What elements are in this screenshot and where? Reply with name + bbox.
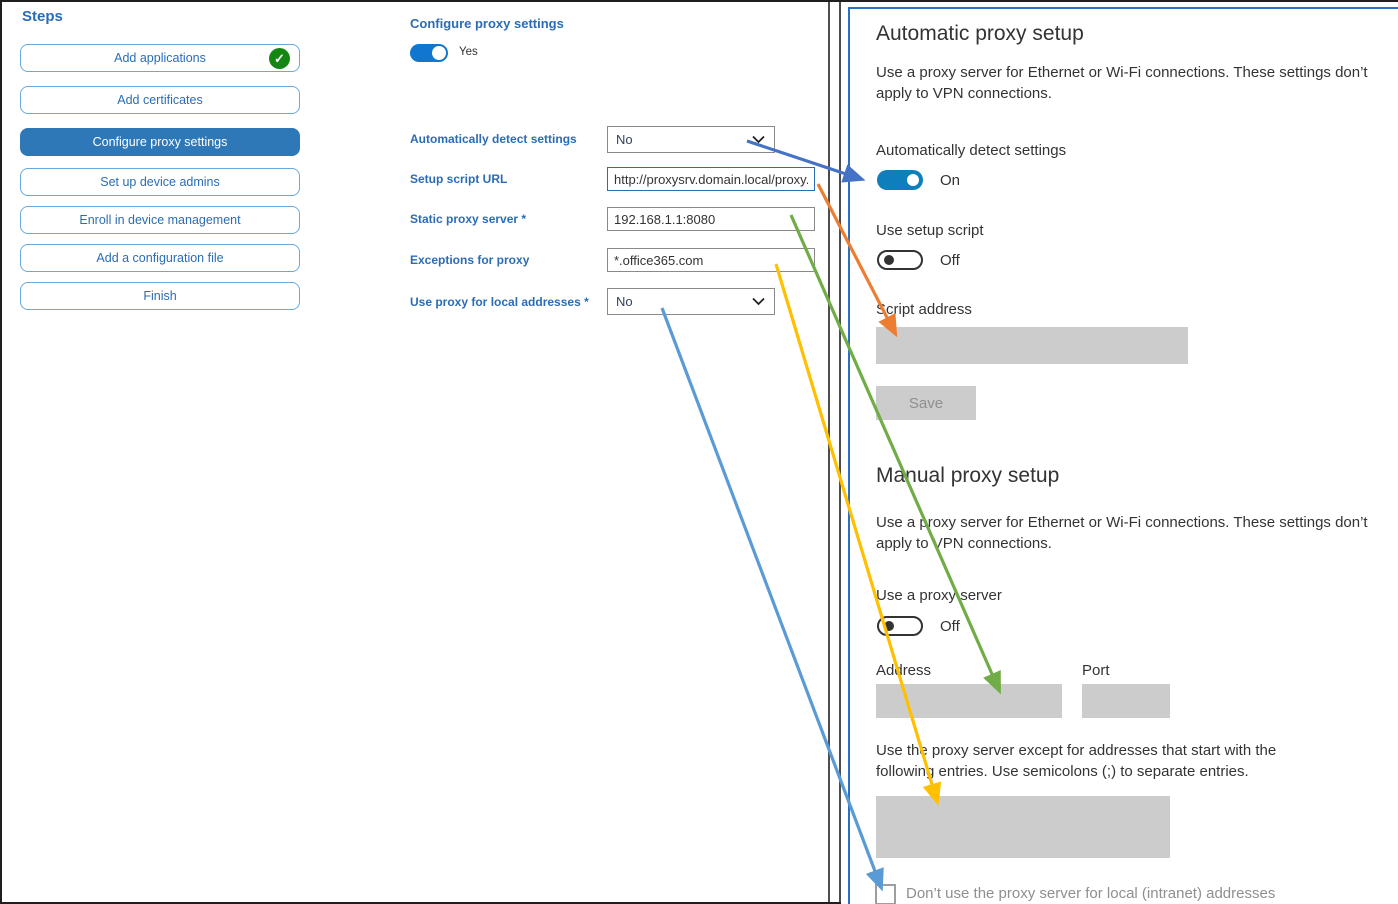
automatically-detect-settings-state: On [940, 172, 961, 189]
field-label-automatically-detect-settings: Automatically detect settings [410, 132, 577, 146]
script-address-label: Script address [876, 301, 972, 318]
configure-proxy-toggle[interactable] [410, 44, 448, 62]
toggle-knob [432, 46, 446, 60]
automatic-proxy-description: Use a proxy server for Ethernet or Wi-Fi… [876, 64, 1368, 103]
proxy-exceptions-input[interactable] [876, 796, 1170, 858]
sidebar-item-enroll-in-device-management[interactable]: Enroll in device management [20, 206, 300, 234]
step-label: Enroll in device management [79, 213, 241, 227]
sidebar-item-set-up-device-admins[interactable]: Set up device admins [20, 168, 300, 196]
use-a-proxy-server-toggle[interactable] [877, 616, 923, 636]
port-label: Port [1082, 662, 1110, 679]
panel-divider [828, 0, 830, 904]
chevron-down-icon [752, 297, 765, 306]
page-title: Configure proxy settings [410, 16, 564, 31]
dont-use-proxy-local-label: Don’t use the proxy server for local (in… [906, 885, 1276, 902]
save-button[interactable]: Save [876, 386, 976, 420]
step-label: Add certificates [117, 93, 203, 107]
step-label: Finish [143, 289, 177, 303]
field-label-exceptions-for-proxy: Exceptions for proxy [410, 253, 530, 267]
manual-proxy-description: Use a proxy server for Ethernet or Wi-Fi… [876, 514, 1368, 553]
panel-divider [839, 0, 841, 904]
step-label: Add a configuration file [96, 251, 224, 265]
manual-proxy-setup-heading: Manual proxy setup [876, 464, 1060, 487]
use-a-proxy-server-label: Use a proxy server [876, 587, 1002, 604]
use-setup-script-toggle[interactable] [877, 250, 923, 270]
address-input[interactable] [876, 684, 1062, 718]
automatically-detect-settings-toggle[interactable] [877, 170, 923, 190]
use-setup-script-label: Use setup script [876, 222, 984, 239]
chevron-down-icon [752, 135, 765, 144]
field-label-use-proxy-for-local-addresses: Use proxy for local addresses * [410, 295, 589, 309]
dont-use-proxy-local-checkbox[interactable] [875, 884, 896, 904]
port-input[interactable] [1082, 684, 1170, 718]
select-value: No [616, 294, 633, 309]
sidebar-item-configure-proxy-settings[interactable]: Configure proxy settings [20, 128, 300, 156]
automatic-proxy-setup-heading: Automatic proxy setup [876, 22, 1084, 45]
frame-border [0, 0, 2, 904]
sidebar-item-add-a-configuration-file[interactable]: Add a configuration file [20, 244, 300, 272]
field-label-static-proxy-server: Static proxy server * [410, 212, 527, 226]
frame-border [0, 0, 1398, 2]
toggle-knob [884, 621, 894, 631]
frame-border [0, 902, 841, 904]
toggle-knob [907, 174, 919, 186]
sidebar-item-finish[interactable]: Finish [20, 282, 300, 310]
setup-script-url-input[interactable] [607, 167, 815, 191]
automatically-detect-settings-select[interactable]: No [607, 126, 775, 153]
step-label: Set up device admins [100, 175, 220, 189]
address-label: Address [876, 662, 932, 679]
script-address-input[interactable] [876, 327, 1188, 364]
use-setup-script-state: Off [940, 252, 960, 269]
toggle-knob [884, 255, 894, 265]
configure-proxy-toggle-label: Yes [459, 46, 478, 58]
static-proxy-server-input[interactable] [607, 207, 815, 231]
automatically-detect-settings-label: Automatically detect settings [876, 142, 1067, 159]
proxy-exceptions-description: Use the proxy server except for addresse… [876, 742, 1277, 781]
use-proxy-for-local-addresses-select[interactable]: No [607, 288, 775, 315]
use-a-proxy-server-state: Off [940, 618, 960, 635]
sidebar-item-add-applications[interactable]: Add applications ✓ [20, 44, 300, 72]
select-value: No [616, 132, 633, 147]
sidebar-item-add-certificates[interactable]: Add certificates [20, 86, 300, 114]
exceptions-for-proxy-input[interactable] [607, 248, 815, 272]
step-label: Configure proxy settings [92, 135, 228, 149]
steps-heading: Steps [22, 8, 63, 25]
field-label-setup-script-url: Setup script URL [410, 172, 508, 186]
step-label: Add applications [114, 51, 206, 65]
check-icon: ✓ [269, 48, 290, 69]
